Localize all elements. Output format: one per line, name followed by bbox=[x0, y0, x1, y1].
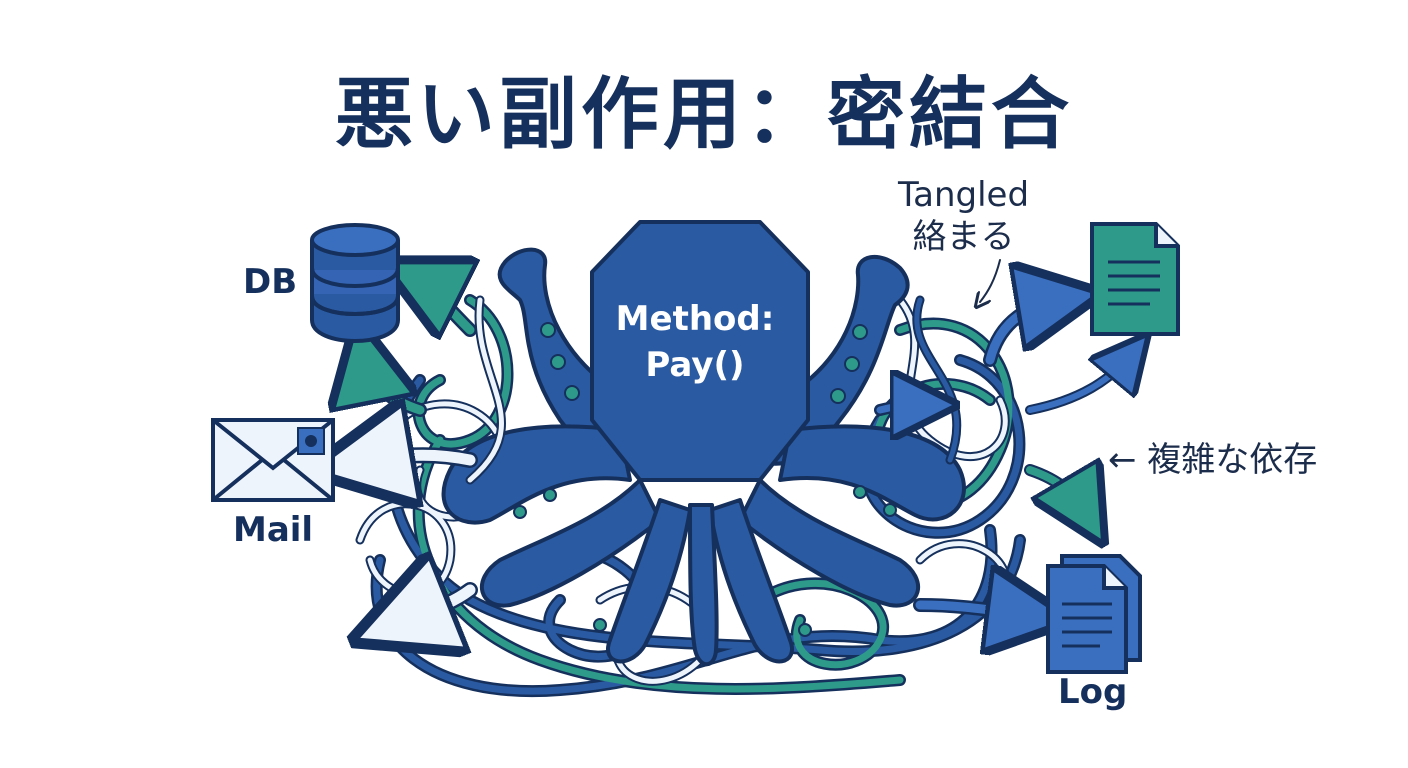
document-icon bbox=[1090, 222, 1180, 336]
tangled-label: Tangled 絡まる bbox=[898, 174, 1029, 258]
octopus-figure bbox=[441, 220, 966, 667]
complex-dependency-label: ← 複雑な依存 bbox=[1108, 440, 1318, 480]
method-label-line2: Pay() bbox=[645, 345, 745, 385]
log-label: Log bbox=[1058, 672, 1128, 712]
mail-label: Mail bbox=[233, 510, 314, 550]
method-label-line1: Method: bbox=[615, 299, 775, 339]
mail-envelope-icon bbox=[211, 418, 335, 502]
tangled-label-en: Tangled bbox=[898, 175, 1030, 215]
octopus-suckers bbox=[513, 322, 897, 637]
method-label: Method: Pay() bbox=[590, 296, 800, 388]
log-documents-icon bbox=[1046, 554, 1142, 674]
page-title: 悪い副作用：密結合 bbox=[334, 70, 1073, 160]
tangled-label-ja: 絡まる bbox=[912, 217, 1015, 257]
database-icon bbox=[310, 223, 400, 343]
dependency-arrows bbox=[360, 260, 1130, 622]
db-label: DB bbox=[243, 262, 298, 302]
